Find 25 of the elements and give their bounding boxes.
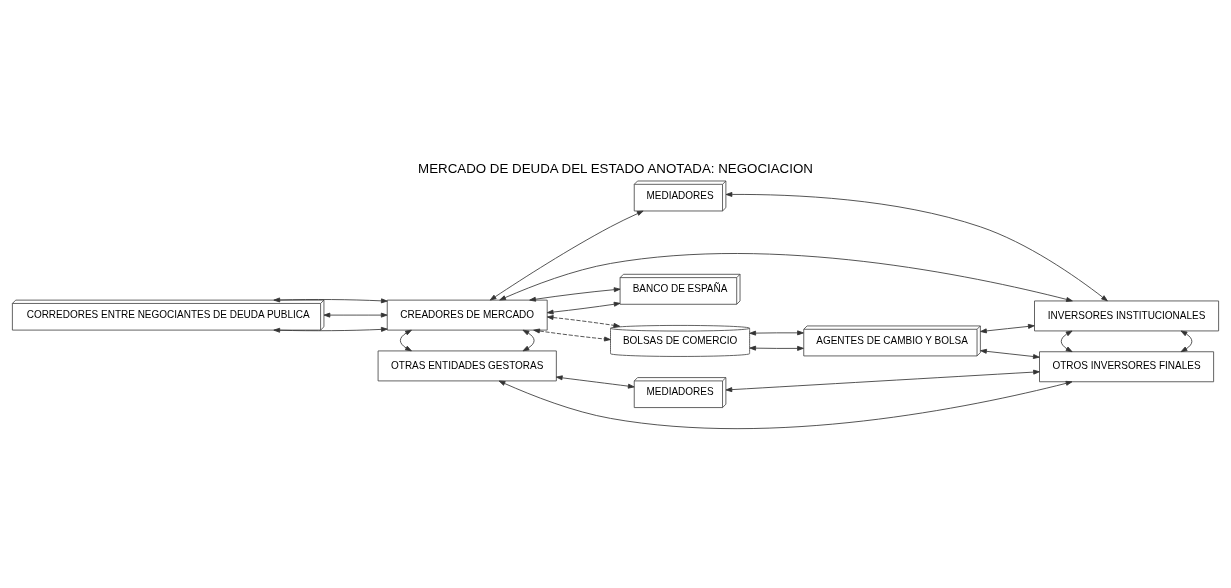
arrow [399, 329, 412, 352]
arrow [499, 253, 1073, 302]
arrow [725, 192, 1108, 302]
arrow [725, 369, 1040, 393]
arrow [1180, 330, 1193, 353]
node-box: INVERSORES INSTITUCIONALES [1034, 300, 1220, 332]
diagram-title: MERCADO DE DEUDA DEL ESTADO ANOTADA: NEGOCIACION [418, 161, 813, 177]
arrow [489, 210, 644, 301]
arrow [555, 375, 635, 389]
node-box: OTRAS ENTIDADES GESTORAS [377, 350, 557, 382]
arrow [749, 330, 804, 336]
node-box: OTROS INVERSORES FINALES [1039, 351, 1215, 383]
arrow [273, 326, 388, 333]
arrow [323, 312, 388, 318]
arrow [980, 323, 1035, 334]
arrow [529, 287, 621, 302]
arrow [498, 380, 1073, 430]
arrow [546, 301, 621, 315]
arrow [533, 328, 611, 342]
arrow [1060, 330, 1073, 353]
arrow [522, 329, 535, 352]
arrow [749, 345, 804, 351]
node-box: CREADORES DE MERCADO [386, 299, 548, 331]
arrow [980, 348, 1040, 359]
arrow [546, 315, 621, 328]
